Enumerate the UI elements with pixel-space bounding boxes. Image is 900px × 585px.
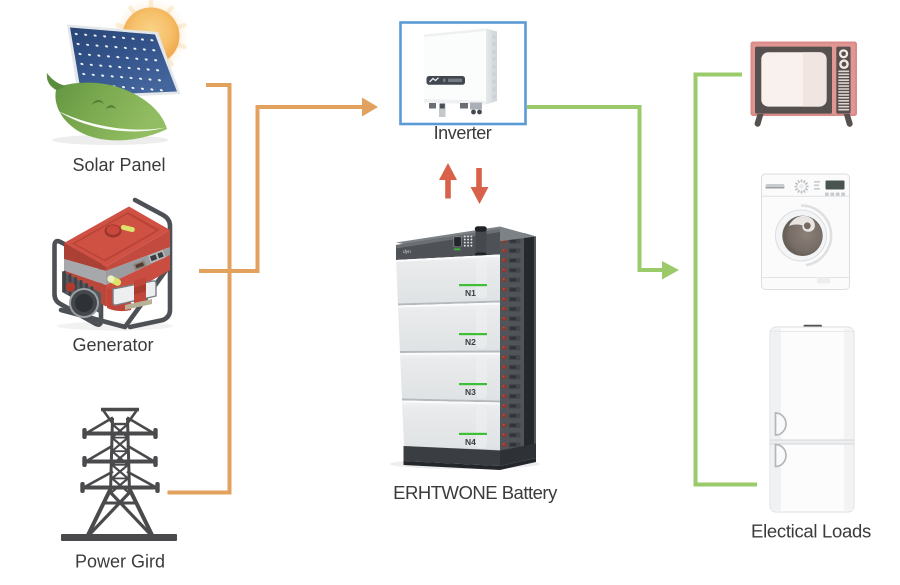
svg-text:Inverter: Inverter <box>434 123 492 143</box>
svg-text:N2: N2 <box>465 337 476 347</box>
svg-text:N1: N1 <box>465 288 476 298</box>
svg-text:dyn: dyn <box>403 249 411 255</box>
svg-text:Power Gird: Power Gird <box>75 552 165 572</box>
svg-text:N3: N3 <box>465 387 476 397</box>
svg-text:N4: N4 <box>465 437 476 447</box>
svg-text:Electical Loads: Electical Loads <box>751 521 871 542</box>
svg-text:Solar Panel: Solar Panel <box>72 155 165 175</box>
svg-text:ERHTWONE Battery: ERHTWONE Battery <box>393 482 558 503</box>
svg-text:Generator: Generator <box>72 335 153 355</box>
